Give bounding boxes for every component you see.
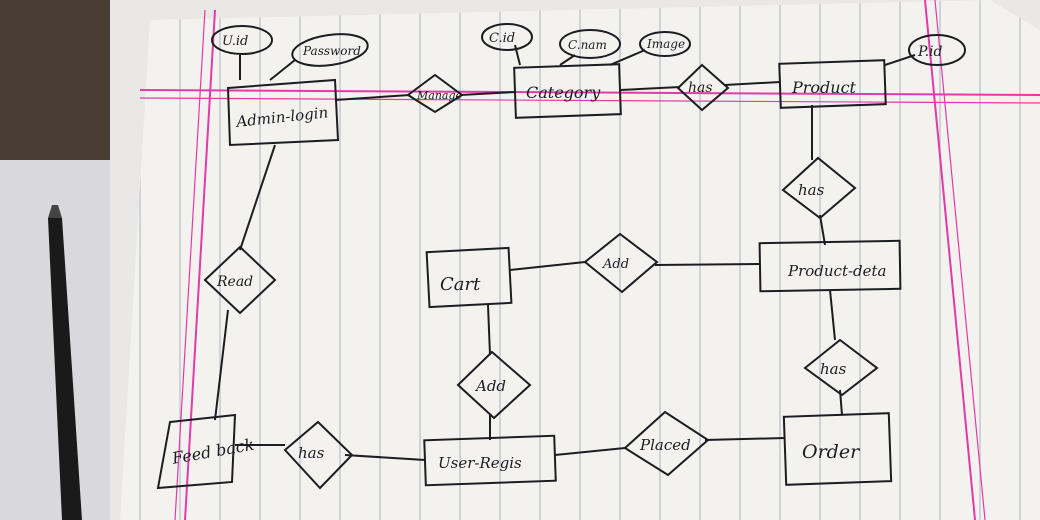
rel-has-feedback-user: has — [283, 420, 354, 490]
rel-manage-label: Manage — [416, 89, 463, 102]
entity-cart: Cart — [425, 246, 513, 309]
entity-product-details-label: Product-deta — [787, 262, 887, 280]
entity-product: Product — [778, 59, 887, 109]
rel-read: Read — [203, 245, 277, 315]
rel-has-category-product: has — [676, 63, 730, 112]
entity-order: Order — [782, 412, 893, 486]
rel-add-cart-details-label: Add — [602, 257, 629, 272]
rel-has-details-order: has — [803, 338, 879, 397]
attr-password: Password — [291, 33, 369, 67]
rel-has-category-product-label: has — [688, 80, 713, 96]
attr-c-name: C.nam — [559, 29, 621, 59]
attr-image-label: Image — [646, 37, 685, 51]
attr-u-id-label: U.id — [222, 34, 248, 49]
rel-placed: Placed — [623, 410, 710, 477]
rel-has-feedback-user-label: has — [298, 444, 325, 462]
attr-c-id: C.id — [481, 23, 533, 51]
attr-password-label: Password — [302, 44, 361, 58]
attr-p-id-label: P.id — [917, 44, 943, 60]
rel-add-cart-details: Add — [583, 232, 659, 294]
pen — [48, 205, 82, 520]
attr-u-id: U.id — [211, 25, 273, 55]
entity-product-label: Product — [791, 78, 857, 97]
attr-c-id-label: C.id — [489, 31, 515, 46]
rel-placed-label: Placed — [639, 436, 691, 454]
entity-order-label: Order — [802, 441, 861, 463]
notebook-page — [120, 0, 1040, 520]
rel-manage: Manage — [406, 73, 464, 114]
rel-read-label: Read — [216, 274, 253, 290]
entity-category: Category — [513, 63, 622, 119]
attr-image: Image — [639, 31, 691, 57]
rel-has-product-details: has — [781, 156, 857, 220]
entity-category-label: Category — [526, 83, 601, 102]
attr-c-name-label: C.nam — [568, 38, 607, 52]
margin-line-left — [184, 9, 216, 520]
rel-add-cart-user-label: Add — [474, 377, 506, 395]
rel-has-product-details-label: has — [798, 181, 825, 199]
rel-add-cart-user: Add — [456, 350, 532, 420]
connector-lines — [214, 44, 916, 461]
entity-user-register: User-Regis — [423, 434, 557, 487]
margin-line-top — [139, 89, 1040, 96]
margin-line-right — [924, 0, 976, 520]
entity-user-register-label: User-Regis — [438, 454, 522, 472]
entity-product-details: Product-deta — [758, 239, 902, 293]
rel-has-details-order-label: has — [820, 360, 847, 378]
attr-p-id: P.id — [908, 34, 966, 66]
entity-cart-label: Cart — [440, 274, 481, 295]
